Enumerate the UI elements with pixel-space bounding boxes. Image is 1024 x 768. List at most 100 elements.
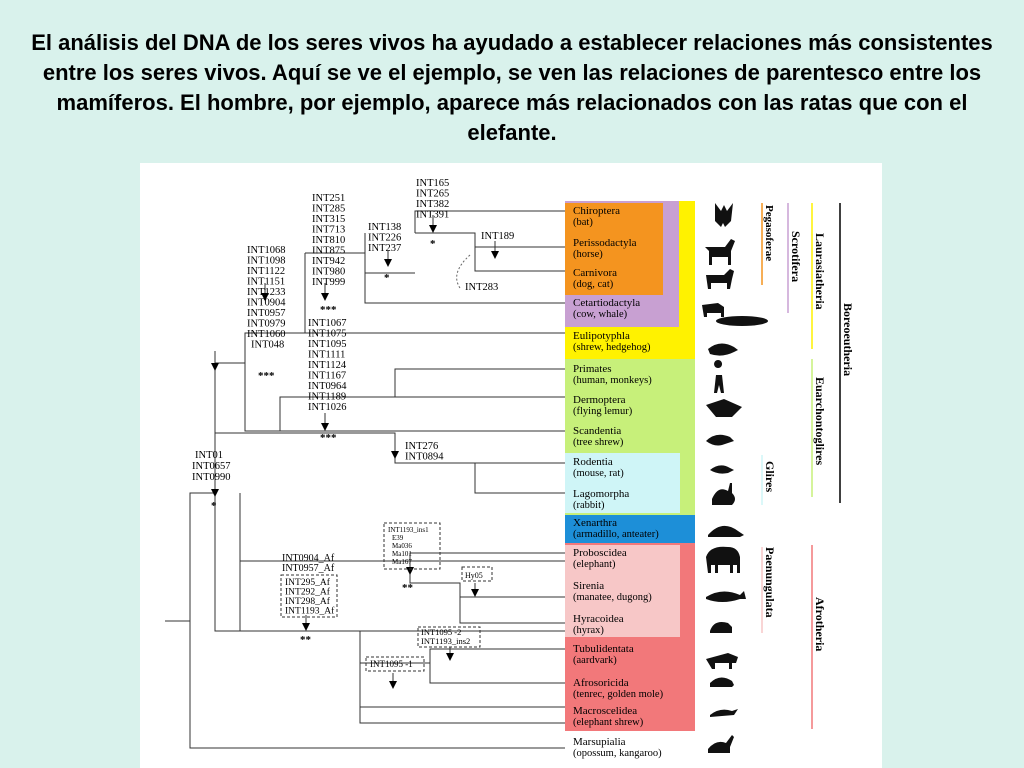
horse-icon xyxy=(705,239,735,265)
marker-int1068: INT1068 INT1098 INT1122 INT1151 INT1233 … xyxy=(247,245,288,351)
elephant-shrew-icon xyxy=(710,709,738,717)
marker-int1067: INT1067 INT1075 INT1095 INT1111 INT1124 … xyxy=(308,318,349,413)
taxon-name: Scandentia xyxy=(573,425,621,437)
hyrax-icon xyxy=(710,622,732,633)
marker-int276: INT276 INT0894 xyxy=(405,441,444,463)
taxon-name: Marsupialia xyxy=(573,736,626,748)
taxon-name: Perissodactyla xyxy=(573,237,637,249)
taxon-color-boxes xyxy=(565,201,695,731)
taxon-common: (elephant) xyxy=(573,559,616,570)
star-root: * xyxy=(211,500,217,512)
kangaroo-icon xyxy=(708,735,734,753)
clade-pegasoferae: Pegasoferae xyxy=(763,205,775,261)
marker-int1095-2: INT1095 -2 INT1193_ins2 xyxy=(421,627,470,646)
star-boreo: *** xyxy=(258,370,275,382)
taxon-name: Chiroptera xyxy=(573,205,620,217)
whale-icon xyxy=(716,316,768,326)
taxon-name: Proboscidea xyxy=(573,547,627,559)
bat-icon xyxy=(715,203,733,227)
star-euarch: *** xyxy=(320,432,337,444)
tree-shrew-icon xyxy=(706,434,734,446)
manatee-icon xyxy=(706,591,746,602)
human-icon xyxy=(714,360,724,393)
box-orange-pegasoferae xyxy=(565,203,663,295)
taxon-name: Dermoptera xyxy=(573,394,626,406)
taxon-common: (human, monkeys) xyxy=(573,375,652,386)
marker-int0904af: INT0904_Af INT0957_Af xyxy=(282,553,337,574)
flying-lemur-icon xyxy=(706,399,742,417)
marker-int138: INT138 INT226 INT237 xyxy=(368,222,404,254)
taxon-labels: Chiroptera (bat) Perissodactyla (horse) … xyxy=(573,205,664,759)
taxon-name: Tubulidentata xyxy=(573,643,634,655)
star-afrotheria: ** xyxy=(300,634,312,646)
star-annotations: * *** *** *** * * ** ** xyxy=(211,238,436,646)
box-blue-xenarthra xyxy=(565,515,695,543)
box-lightblue-glires xyxy=(565,453,680,513)
taxon-common: (manatee, dugong) xyxy=(573,592,652,603)
clade-scrotifera: Scrotifera xyxy=(789,231,803,282)
taxon-common: (shrew, hedgehog) xyxy=(573,342,651,353)
clade-glires: Glires xyxy=(763,461,777,492)
taxon-name: Hyracoidea xyxy=(573,613,624,625)
marker-int295af: INT295_Af INT292_Af INT298_Af INT1193_Af xyxy=(285,577,335,617)
shrew-icon xyxy=(708,343,738,356)
taxon-common: (armadillo, anteater) xyxy=(573,529,659,540)
taxon-common: (tenrec, golden mole) xyxy=(573,689,664,700)
clade-boreoeutheria: Boreoeutheria xyxy=(841,303,855,376)
marker-int283: INT283 xyxy=(465,282,498,293)
marker-int251: INT251 INT285 INT315 INT713 INT810 INT87… xyxy=(312,193,348,288)
cow-icon xyxy=(702,303,724,317)
taxon-common: (cow, whale) xyxy=(573,309,628,320)
taxon-common: (dog, cat) xyxy=(573,279,614,290)
taxon-common: (opossum, kangaroo) xyxy=(573,748,662,759)
taxon-name: Primates xyxy=(573,363,612,375)
taxon-common: (horse) xyxy=(573,249,603,260)
clade-paenungulata: Paenungulata xyxy=(763,547,777,618)
elephant-icon xyxy=(706,546,740,573)
taxon-common: (elephant shrew) xyxy=(573,717,644,728)
dashed-boxes xyxy=(280,522,493,672)
marker-int165: INT165 INT265 INT382 INT391 xyxy=(416,178,452,221)
tenrec-icon xyxy=(710,677,734,687)
marker-hy05: Hy05 xyxy=(465,571,483,580)
tree-lines xyxy=(165,210,565,749)
clade-brackets: Pegasoferae Scrotifera Laurasiatheria Bo… xyxy=(761,203,855,729)
aardvark-icon xyxy=(706,653,738,669)
taxon-name: Xenarthra xyxy=(573,517,617,529)
clade-laurasiatheria: Laurasiatheria xyxy=(813,233,827,310)
box-pink-paenungulata xyxy=(565,545,680,637)
rabbit-icon xyxy=(712,483,735,505)
marker-int189: INT189 xyxy=(481,231,514,242)
taxon-name: Sirenia xyxy=(573,580,604,592)
taxon-name: Eulipotyphla xyxy=(573,330,630,342)
taxon-common: (flying lemur) xyxy=(573,406,633,417)
taxon-common: (bat) xyxy=(573,217,593,228)
dog-icon xyxy=(706,269,734,289)
taxon-name: Carnivora xyxy=(573,267,617,279)
taxon-common: (hyrax) xyxy=(573,625,604,636)
taxon-name: Rodentia xyxy=(573,456,613,468)
mouse-icon xyxy=(710,465,734,474)
taxon-common: (aardvark) xyxy=(573,655,617,666)
taxon-name: Macroscelidea xyxy=(573,705,637,717)
taxon-name: Lagomorpha xyxy=(573,488,629,500)
slide-title: El análisis del DNA de los seres vivos h… xyxy=(31,30,993,145)
clade-euarchontoglires: Euarchontoglires xyxy=(813,377,827,466)
taxon-common: (rabbit) xyxy=(573,500,605,511)
star-scrotifera: * xyxy=(384,272,390,284)
star-pegasoferae: * xyxy=(430,238,436,250)
taxon-name: Afrosoricida xyxy=(573,677,629,689)
marker-int1193ins: INT1193_ins1 E39 Ma036 Ma101 Ma167 xyxy=(388,526,430,566)
marker-int1095-1: INT1095 -1 xyxy=(370,659,413,669)
animal-silhouettes xyxy=(702,203,768,753)
taxon-common: (mouse, rat) xyxy=(573,468,624,479)
taxon-name: Cetartiodactyla xyxy=(573,297,640,309)
star-paenungulata: ** xyxy=(402,582,414,594)
clade-afrotheria: Afrotheria xyxy=(813,597,827,651)
star-laurasia: *** xyxy=(320,304,337,316)
taxon-common: (tree shrew) xyxy=(573,437,624,448)
